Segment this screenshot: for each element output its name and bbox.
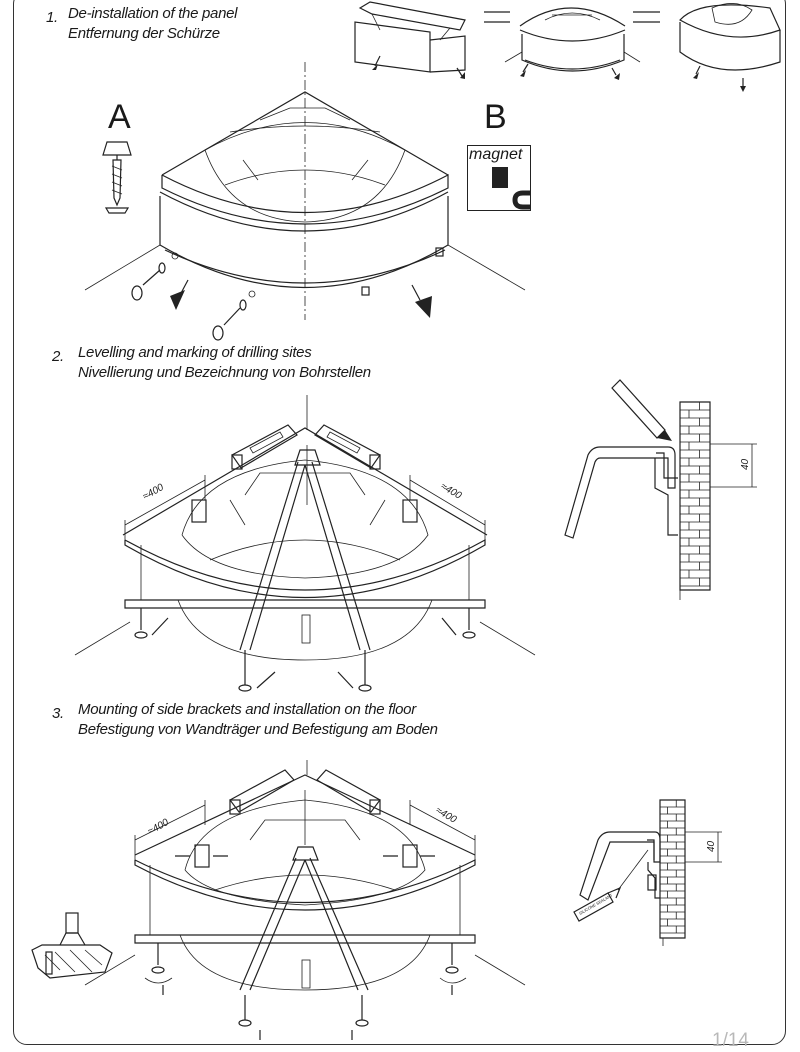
dimension-label-left: ≈400 — [146, 817, 171, 838]
rectangular-tub-illustration — [354, 1, 466, 79]
equals-sign-icon — [633, 11, 660, 23]
step-number: 2. — [52, 348, 64, 365]
wall-height-dimension: 40 — [740, 458, 751, 470]
corner-tub-illustration — [504, 7, 641, 80]
dimension-label-right: ≈400 — [434, 805, 459, 826]
step-title-de: Nivellierung und Bezeichnung von Bohrste… — [78, 364, 371, 381]
wall-height-dimension: 40 — [706, 840, 717, 852]
magnet-icon — [492, 167, 531, 210]
equals-sign-icon — [484, 11, 510, 23]
option-b-label: B — [484, 98, 507, 136]
step-2-heading: 2. Levelling and marking of drilling sit… — [52, 343, 371, 383]
step-3-heading: 3. Mounting of side brackets and install… — [52, 700, 438, 740]
levelling-illustration: ≈400 ≈400 — [74, 395, 536, 692]
page-number: 1/14 — [712, 1030, 749, 1051]
page-frame — [13, 0, 786, 1045]
corner-bath-panel-removal — [84, 62, 526, 341]
step-title-en: De-installation of the panel — [68, 5, 238, 22]
screw-fastener-icon — [102, 141, 132, 214]
option-a-label: A — [108, 98, 131, 136]
wall-bracket-silicone-detail: 40 SILICONE SEALANT — [573, 799, 722, 946]
step-title-en: Mounting of side brackets and installati… — [78, 701, 416, 718]
step-title-de: Befestigung von Wandträger und Befestigu… — [78, 721, 438, 738]
magnet-box: magnet — [467, 145, 531, 211]
mounting-illustration: ≈400 ≈400 — [84, 760, 526, 1040]
step-number: 1. — [46, 9, 58, 26]
step-number: 3. — [52, 705, 64, 722]
step-title-de: Entfernung der Schürze — [68, 25, 220, 42]
dimension-label-right: ≈400 — [439, 481, 464, 502]
wall-bracket-marking-detail: 40 — [564, 379, 757, 600]
asymmetric-tub-illustration — [679, 3, 781, 92]
floor-anchor-detail — [31, 912, 113, 979]
step-1-heading: 1. De-installation of the panel Entfernu… — [46, 4, 238, 44]
magnet-label: magnet — [469, 146, 523, 163]
dimension-label-left: ≈400 — [141, 482, 166, 503]
step-title-en: Levelling and marking of drilling sites — [78, 344, 312, 361]
